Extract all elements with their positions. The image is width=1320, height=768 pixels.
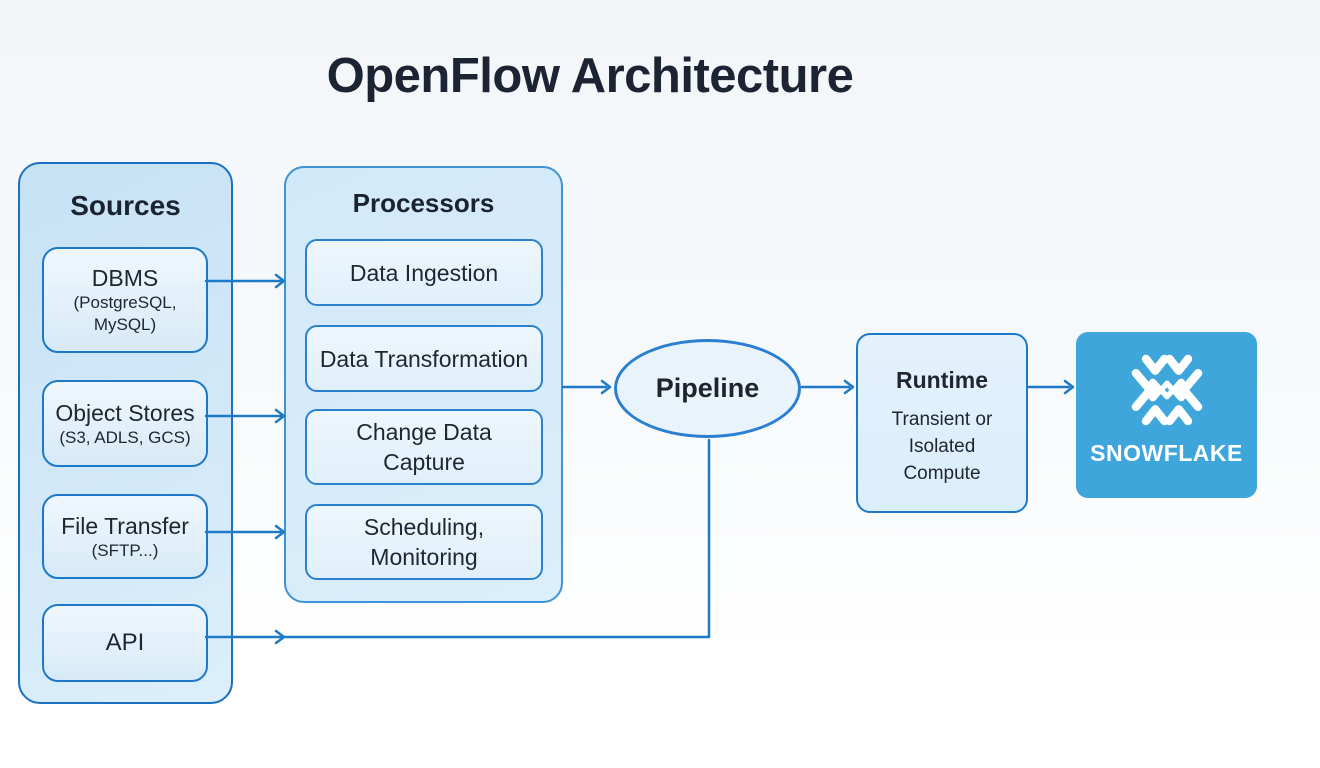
runtime-header: Runtime (896, 367, 988, 393)
source-label: File Transfer (61, 512, 189, 539)
source-label: Object Stores (55, 399, 195, 426)
source-node-api: API (42, 604, 208, 682)
processor-node-change-data-capture: Change Data Capture (305, 409, 543, 485)
source-node-object-stores: Object Stores (S3, ADLS, GCS) (42, 380, 208, 467)
sources-header: Sources (70, 190, 181, 221)
processor-node-data-ingestion: Data Ingestion (305, 239, 543, 306)
source-node-dbms: DBMS (PostgreSQL, MySQL) (42, 247, 208, 353)
source-node-file-transfer: File Transfer (SFTP...) (42, 494, 208, 579)
source-label: API (105, 629, 145, 656)
source-sublabel: (S3, ADLS, GCS) (59, 427, 191, 447)
processors-panel: Processors Data Ingestion Data Transform… (284, 166, 563, 603)
processor-node-data-transformation: Data Transformation (305, 325, 543, 392)
snowflake-logo-icon (1131, 354, 1202, 426)
processor-node-scheduling-monitoring: Scheduling, Monitoring (305, 504, 543, 580)
pipeline-label: Pipeline (655, 373, 760, 403)
source-sublabel: (PostgreSQL, MySQL) (73, 293, 177, 334)
sources-panel: Sources DBMS (PostgreSQL, MySQL) Object … (18, 162, 233, 704)
source-label: DBMS (91, 265, 159, 291)
snowflake-destination: SNOWFLAKE (1076, 332, 1257, 498)
source-sublabel: (SFTP...) (91, 540, 159, 560)
snowflake-brand-label: SNOWFLAKE (1090, 440, 1243, 466)
page-title: OpenFlow Architecture (326, 49, 854, 103)
runtime-description: Transient or Isolated Compute (891, 409, 993, 484)
runtime-node: Runtime Transient or Isolated Compute (856, 333, 1028, 513)
processors-header: Processors (352, 188, 495, 218)
pipeline-node: Pipeline (614, 339, 801, 438)
